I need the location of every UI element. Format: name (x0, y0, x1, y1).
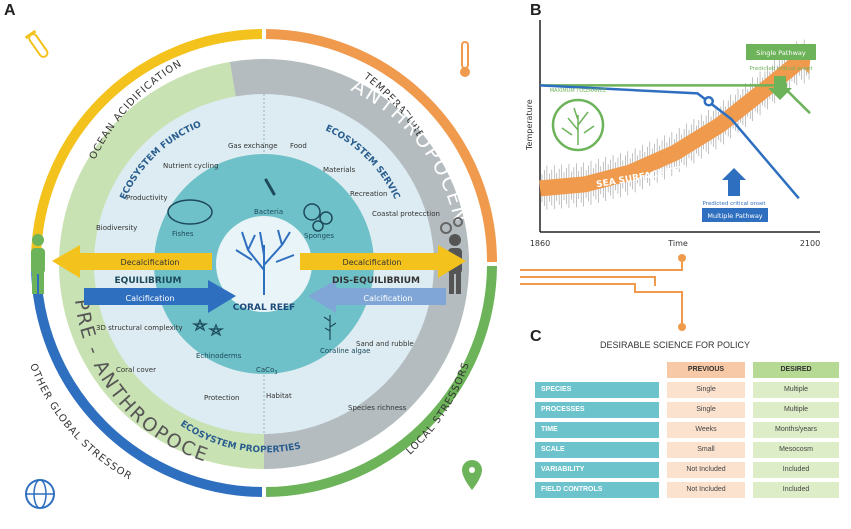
label-nutrient-cycling: Nutrient cycling (163, 162, 219, 170)
x-tick-end: 2100 (800, 239, 820, 248)
label-bacteria: Bacteria (254, 208, 283, 216)
bacteria-icon (264, 178, 276, 196)
row-previous: Small (667, 442, 745, 458)
label-materials: Materials (323, 166, 355, 174)
algae-icon (323, 315, 337, 340)
row-label: SPECIES (535, 382, 659, 398)
ring-segment-other-global-stressors (31, 265, 263, 497)
label-caco3: CaCo3 (256, 366, 278, 376)
connector-path-2 (520, 276, 656, 286)
label-coraline-algae: Coraline algae (320, 347, 370, 355)
calcification-arrow-left (84, 280, 236, 313)
label-coral-reef: CORAL REEF (233, 303, 295, 313)
label-equilibrium: EQUILIBRIUM (115, 276, 182, 286)
label-multiple-pathway: Multiple Pathway (707, 212, 762, 220)
human-figure-left-icon (31, 234, 45, 294)
label-maximum-tolerance: MAXIMUM TOLERANCE (550, 88, 607, 94)
row-label: PROCESSES (535, 402, 659, 418)
panel-connector (520, 262, 686, 331)
fish-icon (167, 199, 213, 225)
col-desired: DESIRED (753, 362, 839, 378)
label-sand-and-rubble: Sand and rubble (356, 340, 414, 348)
label-calcification-right: Calcification (364, 294, 413, 303)
critical-onset-multiple-marker (703, 96, 714, 107)
label-recreation: Recreation (350, 190, 387, 198)
x-axis-label: Time (667, 239, 688, 248)
label-predicted-onset-multiple: Predicted critical onset (703, 201, 767, 207)
row-desired: Multiple (753, 382, 839, 398)
temperature-chart: Temperature Time 1860 2100 SEA SURFACE T… (525, 20, 820, 270)
coral-icon (235, 229, 295, 295)
starfish-icon-2 (207, 323, 225, 337)
row-desired: Months/years (753, 422, 839, 438)
ring-segment-ocean-acidification (31, 29, 263, 263)
connector-dot-top (678, 254, 686, 262)
label-sponges: Sponges (304, 232, 334, 240)
single-pathway-arrow-icon (768, 76, 792, 100)
series-multiple-pathway (539, 84, 800, 200)
row-desired: Mesocosm (753, 442, 839, 458)
thermometer-icon (460, 41, 470, 77)
multiple-pathway-arrow-icon (722, 168, 746, 196)
policy-title: DESIRABLE SCIENCE FOR POLICY (600, 340, 751, 350)
row-label: FIELD CONTROLS (535, 482, 659, 498)
test-tube-icon (24, 29, 49, 58)
row-previous: Single (667, 382, 745, 398)
ring-segment-local-stressors (265, 265, 497, 497)
label-food: Food (290, 142, 307, 150)
row-previous: Not Included (667, 462, 745, 478)
label-calcification-left: Calcification (126, 294, 175, 303)
row-label: SCALE (535, 442, 659, 458)
y-axis-label: Temperature (525, 99, 534, 151)
label-structural-complexity: 3D structural complexity (96, 324, 183, 332)
globe-icon (25, 479, 55, 509)
connector-dot-bottom (678, 323, 686, 331)
label-decalcification-right: Decalcification (343, 258, 402, 267)
sponge-icon (303, 203, 333, 232)
calcification-arrow-right (308, 280, 446, 313)
panel-a-diagram: OCEAN ACIDIFICATION TEMPERATURE LOCAL ST… (0, 0, 497, 509)
single-pathway-box (746, 44, 816, 60)
label-echinoderms: Echinoderms (196, 352, 242, 360)
label-species-richness: Species richness (348, 404, 407, 412)
label-predicted-onset-single: Predicted critical onset (750, 66, 814, 72)
starfish-icon (191, 318, 209, 332)
multiple-pathway-box (702, 208, 768, 222)
label-protection: Protection (204, 394, 239, 402)
label-gas-exchange: Gas exchange (228, 142, 278, 150)
label-fishes: Fishes (172, 230, 194, 238)
decalcification-arrow-right (300, 245, 466, 278)
decalcification-arrow-left (52, 245, 212, 278)
col-previous: PREVIOUS (667, 362, 745, 378)
x-tick-start: 1860 (530, 239, 550, 248)
label-coral-cover: Coral cover (116, 366, 156, 374)
row-desired: Multiple (753, 402, 839, 418)
panel-c-letter: C (530, 328, 542, 345)
label-decalcification-left: Decalcification (121, 258, 180, 267)
label-single-pathway: Single Pathway (756, 49, 806, 57)
row-previous: Not Included (667, 482, 745, 498)
series-sea-surface-temperature (539, 55, 804, 197)
panel-b-letter: B (530, 2, 542, 19)
gears-icon (440, 217, 463, 234)
label-coastal-protection: Coastal protecction (372, 210, 440, 218)
row-label: VARIABILITY (535, 462, 659, 478)
ring-segment-temperature (265, 29, 497, 263)
label-dis-equilibrium: DIS-EQUILIBRIUM (332, 276, 420, 286)
panel-a-letter: A (4, 2, 16, 19)
row-desired: Included (753, 482, 839, 498)
connector-path (520, 262, 683, 327)
row-desired: Included (753, 462, 839, 478)
label-habitat: Habitat (266, 392, 292, 400)
label-biodiversity: Biodiversity (96, 224, 137, 232)
label-productivity: Productivity (126, 194, 168, 202)
row-previous: Weeks (667, 422, 745, 438)
coral-tolerance-icon (561, 107, 595, 145)
row-label: TIME (535, 422, 659, 438)
location-pin-icon (462, 460, 482, 490)
row-previous: Single (667, 402, 745, 418)
